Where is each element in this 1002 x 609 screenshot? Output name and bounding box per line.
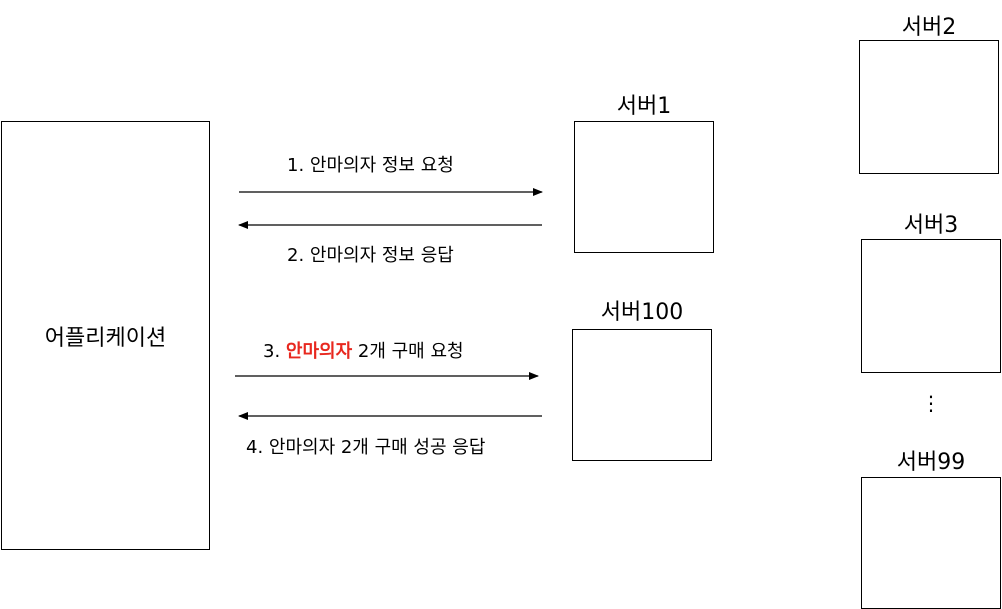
server2-title: 서버2 — [901, 15, 957, 40]
server1-title: 서버1 — [616, 94, 672, 119]
server99-title: 서버99 — [896, 450, 966, 475]
server1-box — [574, 121, 714, 253]
message-2: 2. 안마의자 정보 응답 — [287, 245, 454, 266]
message-3-suffix: 2개 구매 요청 — [352, 341, 464, 362]
server100-title: 서버100 — [600, 300, 684, 325]
server2-box — [859, 40, 999, 174]
server3-title: 서버3 — [903, 213, 959, 238]
server100-box — [572, 329, 712, 461]
message-3-prefix: 3. — [263, 341, 286, 362]
server3-box — [861, 239, 1001, 373]
server99-box — [861, 477, 1001, 609]
message-4: 4. 안마의자 2개 구매 성공 응답 — [246, 437, 486, 458]
application-box: 어플리케이션 — [1, 121, 210, 550]
ellipsis-dots: ⋮ — [921, 391, 941, 415]
message-3-highlight: 안마의자 — [285, 341, 353, 362]
message-1: 1. 안마의자 정보 요청 — [287, 155, 454, 176]
application-label: 어플리케이션 — [44, 325, 167, 351]
message-3: 3. 안마의자 2개 구매 요청 — [263, 337, 464, 363]
